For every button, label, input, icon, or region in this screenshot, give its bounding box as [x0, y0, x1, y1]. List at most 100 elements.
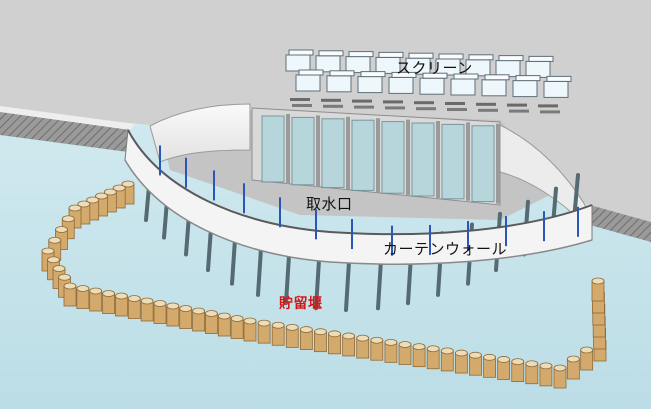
- screen-rail: [509, 109, 529, 113]
- weir-pile-top: [63, 282, 77, 290]
- weir-pile: [127, 295, 141, 319]
- weir-pile-top: [61, 215, 75, 223]
- weir-pile: [591, 277, 605, 302]
- screen-box: [495, 60, 521, 78]
- intake-bay-glass: [321, 118, 345, 189]
- weir-pile-top: [205, 310, 218, 317]
- intake-bay-glass: [441, 123, 465, 200]
- weir-pile-top: [48, 236, 62, 244]
- weir-pile-top: [257, 319, 271, 327]
- screen-box: [357, 76, 383, 94]
- weir-pile: [257, 319, 271, 344]
- screen-box-top: [468, 54, 494, 61]
- intake-bay-glass: [471, 125, 495, 203]
- weir-pile-top: [285, 324, 299, 331]
- intake-bay-glass: [351, 119, 375, 191]
- weir-pile-top: [230, 315, 244, 322]
- screen-box: [315, 55, 341, 73]
- screen-rail: [385, 106, 405, 110]
- weir-pile-top: [121, 180, 135, 188]
- weir-pile: [566, 355, 580, 380]
- screen-rail: [290, 98, 310, 101]
- weir-pile-top: [412, 343, 426, 351]
- intake-bay-glass: [411, 122, 435, 197]
- weir-pile: [370, 336, 384, 361]
- weir-pile: [426, 345, 440, 370]
- weir-pile-top: [271, 321, 285, 329]
- screen-rail: [292, 104, 312, 107]
- weir-pile: [580, 346, 594, 371]
- weir-pile: [384, 338, 398, 363]
- weir-pile-top: [140, 297, 154, 305]
- weir-pile: [412, 343, 426, 368]
- weir-pile: [398, 341, 412, 365]
- weir-pile-top: [580, 346, 594, 354]
- retention-weir-label: 貯留堰: [279, 296, 323, 312]
- weir-pile: [299, 326, 313, 350]
- screen-rail: [352, 99, 372, 103]
- weir-pile-top: [68, 204, 82, 212]
- weir-pile: [497, 356, 511, 380]
- weir-pile: [192, 307, 205, 332]
- screen-box-top: [515, 75, 541, 82]
- screen-box-top: [329, 70, 355, 77]
- screen-rail: [540, 110, 560, 114]
- weir-pile: [76, 285, 90, 309]
- screen-box-top: [438, 53, 464, 60]
- weir-pile-top: [511, 358, 525, 365]
- weir-pile-top: [454, 349, 468, 357]
- screen-box-top: [348, 51, 374, 58]
- weir-pile: [102, 290, 115, 314]
- weir-pile-top: [328, 330, 341, 338]
- weir-pile-top: [314, 328, 327, 336]
- screen-box-top: [298, 69, 324, 76]
- weir-pile-top: [469, 351, 482, 359]
- weir-pile: [342, 332, 356, 357]
- weir-pile-top: [566, 355, 580, 363]
- weir-pile-top: [525, 360, 539, 368]
- weir-pile: [483, 353, 496, 378]
- retention-weir: [41, 180, 607, 389]
- screen-box-top: [378, 51, 404, 58]
- weir-pile: [140, 297, 154, 322]
- screen-box-top: [453, 73, 479, 80]
- weir-pile: [166, 302, 180, 327]
- weir-pile-top: [398, 341, 412, 348]
- weir-pile-top: [370, 336, 384, 344]
- weir-pile-top: [112, 184, 126, 192]
- intake-label: 取水口: [306, 195, 353, 213]
- weir-pile-top: [89, 287, 103, 295]
- screen-box: [345, 56, 371, 74]
- screen-box: [388, 76, 414, 94]
- weir-pile-top: [553, 364, 567, 372]
- screen-box-top: [318, 50, 344, 57]
- screen-rail: [414, 101, 434, 105]
- weir-pile-top: [243, 317, 257, 325]
- screen-box-top: [422, 72, 448, 79]
- weir-pile: [440, 347, 454, 372]
- weir-pile-top: [102, 290, 115, 297]
- weir-pile-top: [217, 312, 231, 320]
- screen-box: [419, 77, 445, 95]
- screen-rail: [538, 104, 558, 108]
- weir-pile-top: [127, 295, 141, 302]
- screen-box: [295, 74, 321, 92]
- screen-rail: [507, 103, 527, 107]
- weir-pile: [230, 315, 244, 339]
- screen-box-top: [360, 71, 386, 78]
- weir-pile: [179, 305, 193, 329]
- weir-pile-top: [55, 226, 68, 233]
- weir-pile-top: [342, 332, 356, 340]
- screen-rail: [447, 108, 467, 111]
- weir-pile-top: [483, 353, 496, 361]
- weir-pile-top: [86, 196, 100, 204]
- weir-pile: [469, 351, 482, 376]
- weir-pile-top: [356, 334, 370, 342]
- weir-pile-top: [95, 192, 108, 200]
- intake-bays: [251, 107, 501, 206]
- curtain-wall-label: カーテンウォール: [383, 240, 508, 258]
- weir-pile: [356, 334, 370, 359]
- screen-box-top: [408, 52, 434, 59]
- weir-pile-top: [41, 247, 55, 255]
- weir-pile-top: [58, 273, 71, 281]
